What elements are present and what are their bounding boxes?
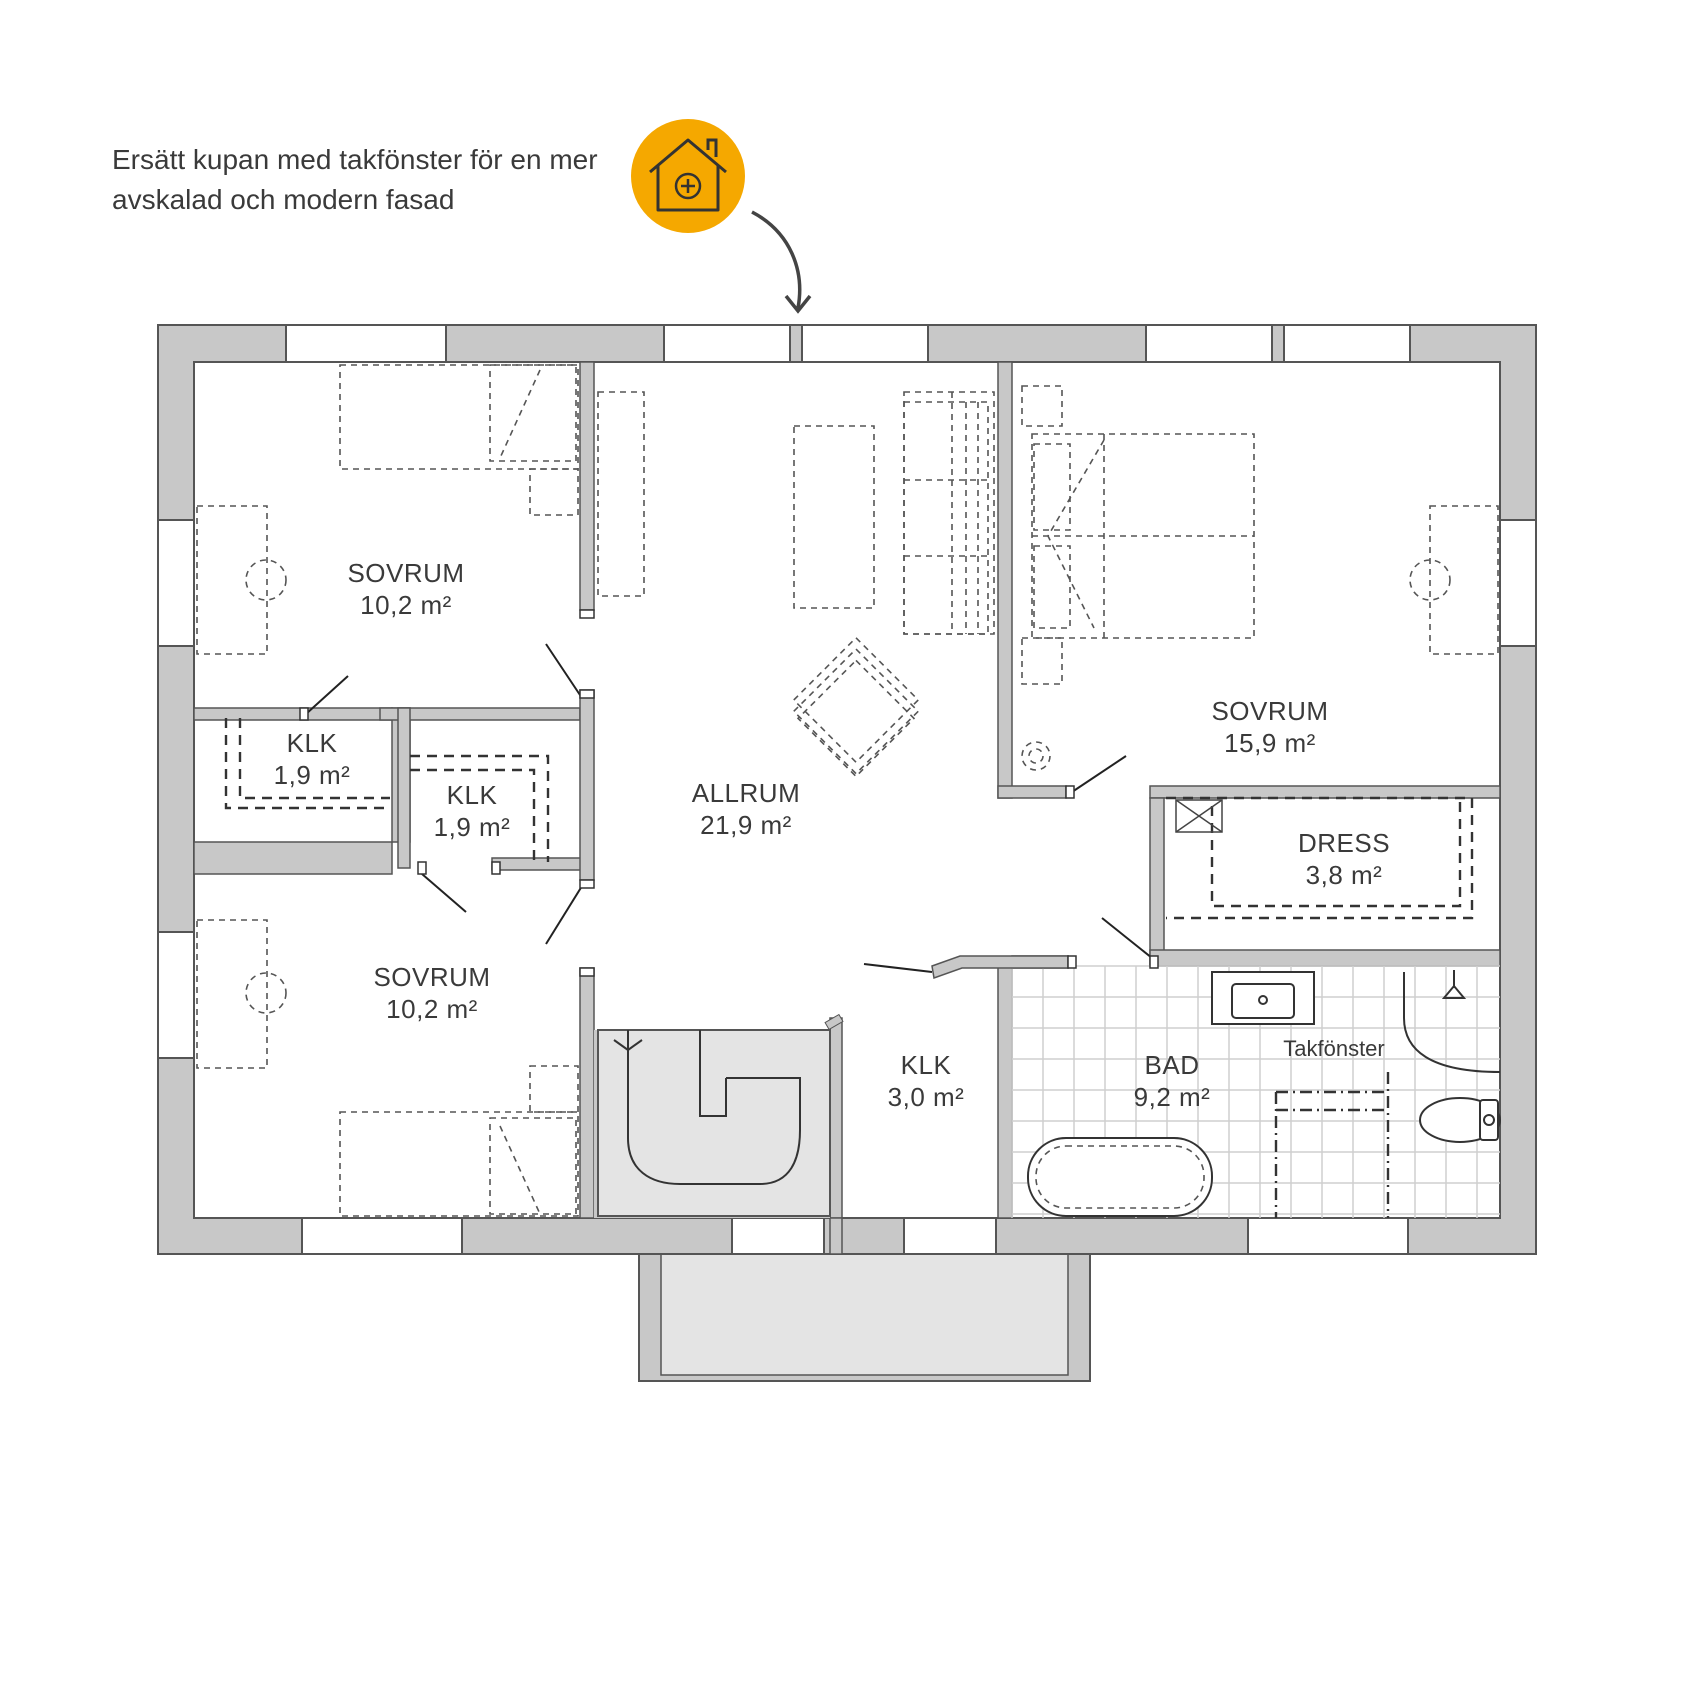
room-area-sovrum-top: 10,2 m² [360,590,452,620]
furniture [196,364,1501,1218]
room-labels: SOVRUM 10,2 m² SOVRUM 10,2 m² SOVRUM 15,… [274,558,1390,1112]
room-name-sovrum-right: SOVRUM [1211,696,1328,726]
room-area-klk-left: 1,9 m² [274,760,351,790]
room-area-klk-mid: 1,9 m² [434,812,511,842]
room-area-sovrum-bottom: 10,2 m² [386,994,478,1024]
room-area-allrum: 21,9 m² [700,810,792,840]
note-line-1: Ersätt kupan med takfönster för en mer [112,144,598,175]
room-name-bad: BAD [1145,1050,1200,1080]
room-name-klk-bottom: KLK [901,1050,952,1080]
interior-walls [193,361,1501,1255]
balcony [638,1252,1091,1382]
note-line-2: avskalad och modern fasad [112,184,455,215]
room-name-sovrum-top: SOVRUM [347,558,464,588]
room-area-dress: 3,8 m² [1306,860,1383,890]
room-name-klk-mid: KLK [447,780,498,810]
house-plus-icon [631,119,745,233]
pointer-arrow [751,210,812,314]
room-name-klk-left: KLK [287,728,338,758]
room-area-bad: 9,2 m² [1134,1082,1211,1112]
room-name-dress: DRESS [1298,828,1390,858]
bath-tiles [1011,965,1500,1218]
room-area-klk-bottom: 3,0 m² [888,1082,965,1112]
skylight-label: Takfönster [1283,1036,1385,1061]
room-name-sovrum-bottom: SOVRUM [373,962,490,992]
room-name-allrum: ALLRUM [692,778,800,808]
annotation-note: Ersätt kupan med takfönster för en mer a… [112,140,632,220]
doors [299,609,1159,980]
room-area-sovrum-right: 15,9 m² [1224,728,1316,758]
staircase [594,1013,844,1218]
windows [157,324,1537,1255]
